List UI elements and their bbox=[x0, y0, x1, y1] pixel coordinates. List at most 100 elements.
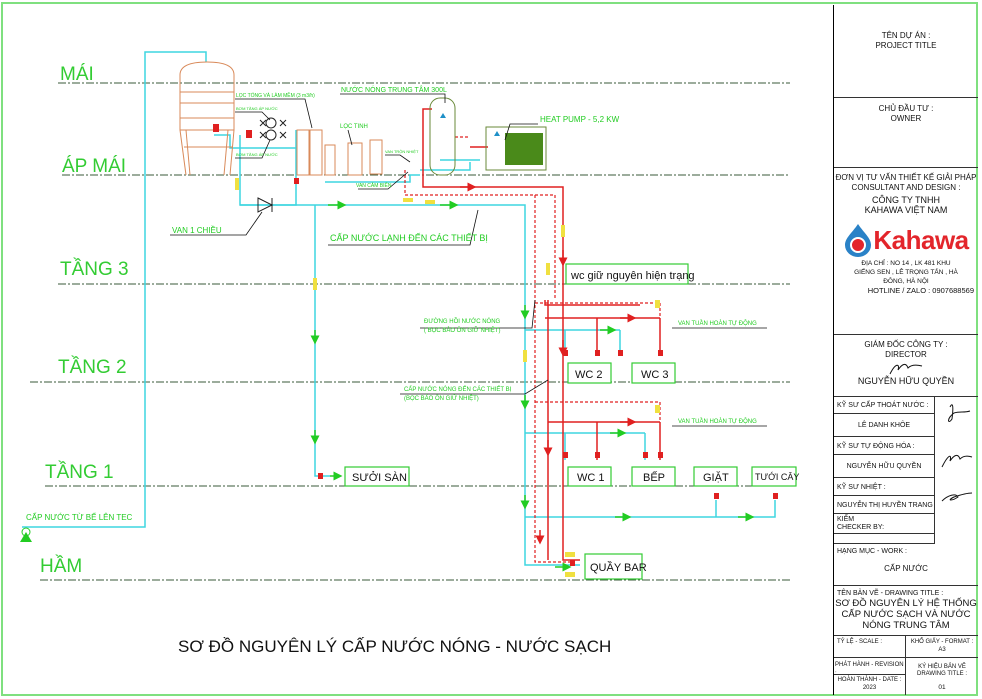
signature-water bbox=[948, 404, 971, 422]
format-cell: KHỔ GIẤY - FORMAT : A3 bbox=[906, 636, 978, 658]
project-cell: TÊN DỰ ÁN : PROJECT TITLE bbox=[834, 5, 978, 98]
label-hot-return-2: ( BỌC BẢO ÔN GIỮ NHIỆT) bbox=[424, 326, 500, 334]
label-hot-tank: NƯỚC NÓNG TRUNG TÂM 300L bbox=[341, 85, 447, 94]
eng-water-label: KỸ SƯ CẤP THOÁT NƯỚC : bbox=[837, 402, 929, 409]
drawing-no-label: KÝ HIỆU BẢN VẼ bbox=[918, 664, 966, 670]
engineer-signatures bbox=[941, 404, 973, 502]
date-label: HOÀN THÀNH - DATE : bbox=[837, 677, 902, 683]
water-drop-icon bbox=[440, 113, 446, 118]
heat-pump bbox=[485, 126, 547, 171]
level-label-tang-1: TẦNG 1 bbox=[45, 461, 114, 483]
label-fine-filter: LỌC TINH bbox=[340, 124, 368, 130]
kahawa-logo: Kahawa bbox=[834, 223, 978, 257]
director-label: GIÁM ĐỐC CÔNG TY : bbox=[864, 340, 948, 349]
address-line-1: ĐỊA CHỈ : NO 14 , LK 481 KHU bbox=[861, 260, 951, 267]
heat-pump-fan-grille bbox=[505, 133, 543, 165]
label-check-valve: VAN 1 CHIỀU bbox=[172, 225, 222, 235]
address-line-2: GIẾNG SEN , LÊ TRỌNG TẤN , HÀ bbox=[854, 269, 958, 276]
fixture-box-wc2 bbox=[567, 362, 612, 384]
work-cell: HẠNG MỤC - WORK : CẤP NƯỚC bbox=[834, 544, 978, 586]
valve-icon bbox=[563, 452, 568, 458]
fixture-label-quay-bar: QUẦY BAR bbox=[590, 561, 647, 574]
drawing-title-line-1: SƠ ĐỒ NGUYÊN LÝ HỆ THỐNG bbox=[835, 598, 977, 609]
eng-auto-label-cell: KỸ SƯ TỰ ĐỘNG HÓA : bbox=[834, 437, 934, 455]
fixture-label-wc3: WC 3 bbox=[641, 369, 669, 381]
consultant-label: ĐƠN VỊ TƯ VẤN THIẾT KẾ GIẢI PHÁP bbox=[835, 173, 977, 182]
date-cell: HOÀN THÀNH - DATE : 2023 bbox=[834, 675, 906, 695]
softener-tank-2 bbox=[309, 129, 323, 176]
drawing-no-cell: KÝ HIỆU BẢN VẼ DRAWING TITLE : 01 bbox=[906, 658, 978, 695]
label-cold-supply: CẤP NƯỚC LẠNH ĐẾN CÁC THIẾT BỊ bbox=[330, 233, 488, 243]
valve-icon bbox=[570, 560, 575, 566]
valve-icon bbox=[595, 452, 600, 458]
checker-cell: KIỂM CHECKER BY: bbox=[834, 514, 934, 534]
scale-cell: TỶ LỆ - SCALE : bbox=[834, 636, 906, 658]
fixture-box-giat bbox=[693, 466, 738, 487]
fixture-box-tuoi-cay bbox=[751, 466, 797, 487]
drawing-title-label: TÊN BẢN VẼ - DRAWING TITLE : bbox=[837, 590, 944, 597]
project-label: TÊN DỰ ÁN : bbox=[881, 31, 931, 40]
fixture-label-wc-keep: wc giữ nguyên hiện trạng bbox=[570, 270, 695, 282]
check-valve-icon bbox=[257, 197, 274, 213]
label-sensor-valve: VAN CẢM BIẾN bbox=[356, 182, 392, 189]
company-name-1: CÔNG TY TNHH bbox=[871, 195, 940, 205]
supply-pump-icon bbox=[20, 532, 32, 542]
cold-water-pipes bbox=[22, 51, 776, 566]
eng-water-name: LÊ DANH KHÔE bbox=[857, 422, 911, 429]
main-title: SƠ ĐỒ NGUYÊN LÝ CẤP NƯỚC NÓNG - NƯỚC SẠC… bbox=[178, 637, 611, 656]
project-label-en: PROJECT TITLE bbox=[875, 41, 937, 50]
valve-icon bbox=[658, 350, 663, 356]
eng-heat-label-cell: KỸ SƯ NHIỆT : bbox=[834, 478, 934, 496]
eng-water-name-cell: LÊ DANH KHÔE bbox=[834, 414, 934, 437]
consultant-label-en: CONSULTANT AND DESIGN : bbox=[851, 183, 961, 192]
director-signature bbox=[889, 363, 923, 375]
checker-blank-cell bbox=[834, 534, 934, 544]
owner-label: CHỦ ĐẦU TƯ : bbox=[878, 104, 934, 113]
checker-label: KIỂM bbox=[837, 516, 855, 523]
supply-pump-circle bbox=[21, 527, 31, 537]
label-heat-pump: HEAT PUMP - 5,2 KW bbox=[540, 115, 620, 124]
revision-label: PHÁT HÀNH - REVISION : bbox=[835, 662, 904, 677]
hot-water-tank bbox=[429, 97, 456, 176]
checker-label-en: CHECKER BY: bbox=[837, 524, 885, 531]
brine-tank bbox=[324, 144, 336, 176]
fixture-box-wc-keep bbox=[565, 263, 689, 285]
gate-valve-icon bbox=[213, 124, 219, 132]
hot-return-pipes bbox=[404, 136, 661, 563]
roof-water-tank bbox=[179, 61, 235, 176]
level-label-tang-2: TẦNG 2 bbox=[58, 356, 127, 378]
revision-cell: PHÁT HÀNH - REVISION : bbox=[834, 658, 906, 677]
work-label: HẠNG MỤC - WORK : bbox=[837, 548, 907, 555]
water-drop-logo-icon bbox=[845, 224, 872, 257]
eng-auto-name: NGUYỄN HỮU QUYỀN bbox=[846, 463, 922, 470]
valve-icon bbox=[294, 178, 299, 184]
eng-heat-name: NGUYỄN THỊ HUYỀN TRANG bbox=[837, 502, 933, 509]
fixture-label-tuoi-cay: TƯỚI CÂY bbox=[755, 472, 799, 482]
valve-icon bbox=[618, 350, 623, 356]
water-drop-icon bbox=[494, 131, 500, 136]
drawing-title-cell: TÊN BẢN VẼ - DRAWING TITLE : SƠ ĐỒ NGUYÊ… bbox=[834, 586, 978, 636]
fixture-box-quay-bar bbox=[584, 553, 643, 580]
date-value: 2023 bbox=[862, 685, 877, 691]
pipe-size-tags bbox=[235, 178, 660, 577]
signature-heat bbox=[941, 492, 973, 502]
owner-cell: CHỦ ĐẦU TƯ : OWNER bbox=[834, 98, 978, 168]
label-hot-supply-1: CẤP NƯỚC NÓNG ĐẾN CÁC THIẾT BỊ bbox=[404, 386, 512, 393]
booster-pumps bbox=[259, 117, 287, 141]
valve-icon bbox=[658, 452, 663, 458]
pump-icon bbox=[265, 129, 277, 141]
eng-auto-name-cell: NGUYỄN HỮU QUYỀN bbox=[834, 455, 934, 478]
drawing-title-line-2: CẤP NƯỚC SẠCH VÀ NƯỚC bbox=[841, 609, 971, 620]
director-cell: GIÁM ĐỐC CÔNG TY : DIRECTOR NGUYỄN HỮU Q… bbox=[834, 335, 978, 397]
uf-filter bbox=[369, 139, 383, 175]
fixture-box-bep bbox=[631, 466, 676, 487]
drawing-title-line-3: NÓNG TRUNG TÂM bbox=[862, 620, 950, 631]
eng-heat-label: KỸ SƯ NHIỆT : bbox=[837, 484, 886, 491]
signature-auto bbox=[941, 454, 973, 468]
format-value: A3 bbox=[938, 647, 946, 653]
fixture-box-wc1 bbox=[567, 466, 612, 487]
valve-icon bbox=[563, 350, 568, 356]
drawing-no-value: 01 bbox=[938, 684, 946, 691]
